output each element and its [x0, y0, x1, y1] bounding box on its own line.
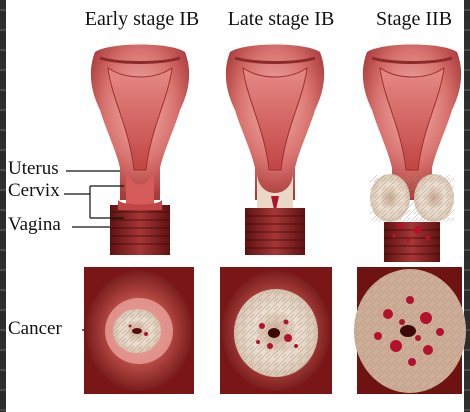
label-vagina: Vagina — [8, 214, 61, 236]
cervix-view-late-stage-ib — [220, 267, 332, 394]
cervix-view-early-stage-ib — [84, 267, 194, 394]
organ-late-stage-ib — [226, 45, 324, 256]
label-uterus: Uterus — [8, 158, 59, 180]
label-cervix: Cervix — [8, 180, 60, 202]
cervix-view-stage-iib — [354, 267, 466, 394]
organ-early-stage-ib — [91, 45, 189, 256]
label-cancer: Cancer — [8, 318, 62, 340]
organ-stage-iib — [363, 45, 461, 263]
